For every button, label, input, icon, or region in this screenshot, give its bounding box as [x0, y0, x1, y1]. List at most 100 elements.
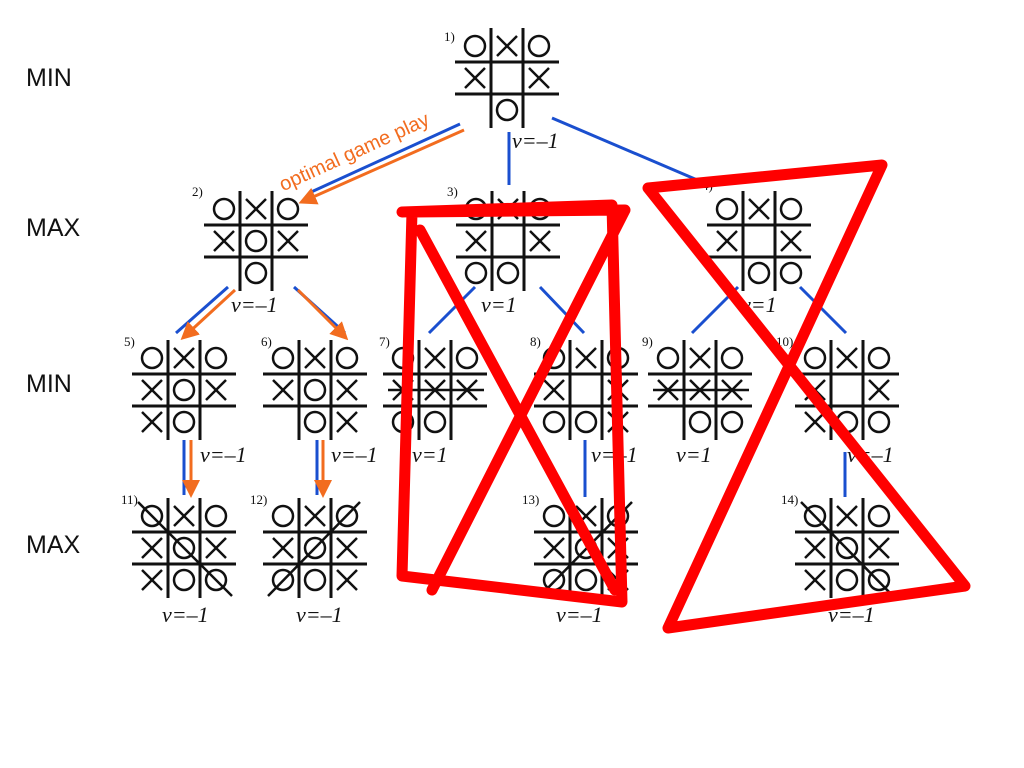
x-mark — [272, 379, 294, 401]
node-10-number: 10) — [776, 334, 794, 349]
o-mark — [779, 261, 803, 285]
node-11-number: 11) — [121, 492, 138, 507]
o-mark — [204, 568, 228, 592]
o-mark — [835, 568, 859, 592]
tree-edge-4 — [175, 285, 229, 335]
x-mark — [141, 411, 163, 433]
o-mark — [867, 410, 891, 434]
x-mark — [336, 379, 358, 401]
x-mark — [141, 569, 163, 591]
x-mark — [277, 230, 299, 252]
board-5 — [132, 340, 236, 440]
x-mark — [336, 569, 358, 591]
node-13-number: 13) — [522, 492, 540, 507]
node-12-number: 12) — [250, 492, 268, 507]
o-mark — [303, 410, 327, 434]
o-mark — [172, 568, 196, 592]
o-mark — [464, 261, 488, 285]
x-mark — [868, 379, 890, 401]
node-3-value: v=1 — [481, 292, 517, 317]
tree-edge-7 — [538, 285, 586, 335]
x-mark — [272, 537, 294, 559]
x-mark — [543, 379, 565, 401]
red-crossout-right — [642, 159, 971, 634]
x-mark — [804, 569, 826, 591]
board-2 — [204, 191, 308, 291]
o-mark — [335, 346, 359, 370]
x-mark — [689, 347, 711, 369]
node-9-number: 9) — [642, 334, 653, 349]
node-1-number: 1) — [444, 29, 455, 44]
o-mark — [720, 346, 744, 370]
level-label-1: MIN — [26, 64, 72, 92]
board-6 — [263, 340, 367, 440]
tree-edge-1 — [308, 122, 461, 195]
x-mark — [868, 537, 890, 559]
node-6-value: v=–1 — [331, 442, 378, 467]
o-mark — [574, 568, 598, 592]
node-7-number: 7) — [379, 334, 390, 349]
o-mark — [244, 229, 268, 253]
x-mark — [336, 537, 358, 559]
node-9-value: v=1 — [676, 442, 712, 467]
o-mark — [495, 98, 519, 122]
o-mark — [835, 536, 859, 560]
o-mark — [303, 378, 327, 402]
o-mark — [542, 504, 566, 528]
o-mark — [172, 410, 196, 434]
o-mark — [204, 504, 228, 528]
x-mark — [575, 347, 597, 369]
o-mark — [303, 568, 327, 592]
level-label-3: MIN — [26, 370, 72, 398]
x-mark — [245, 198, 267, 220]
x-mark — [464, 67, 486, 89]
x-mark — [304, 505, 326, 527]
o-mark — [140, 346, 164, 370]
o-mark — [455, 346, 479, 370]
o-mark — [140, 504, 164, 528]
o-mark — [271, 346, 295, 370]
node-2-number: 2) — [192, 184, 203, 199]
x-mark — [336, 411, 358, 433]
optimal-arrow-3 — [296, 288, 349, 341]
x-mark — [836, 347, 858, 369]
node-1-value: v=–1 — [512, 128, 559, 153]
win-strike-line-6 — [800, 501, 894, 597]
x-mark — [780, 230, 802, 252]
level-label-2: MAX — [26, 214, 81, 242]
x-mark — [804, 411, 826, 433]
o-mark — [574, 410, 598, 434]
x-mark — [304, 347, 326, 369]
o-mark — [867, 504, 891, 528]
o-mark — [303, 536, 327, 560]
node-8-number: 8) — [530, 334, 541, 349]
x-mark — [205, 537, 227, 559]
o-mark — [335, 504, 359, 528]
o-mark — [204, 346, 228, 370]
o-mark — [271, 568, 295, 592]
board-11 — [132, 498, 236, 598]
o-mark — [867, 346, 891, 370]
tree-edge-6 — [427, 285, 477, 335]
x-mark — [173, 347, 195, 369]
tree-edge-3 — [551, 116, 703, 184]
x-mark — [496, 35, 518, 57]
node-14-number: 14) — [781, 492, 799, 507]
o-mark — [423, 410, 447, 434]
x-mark — [205, 379, 227, 401]
node-5-value: v=–1 — [200, 442, 247, 467]
o-mark — [271, 504, 295, 528]
node-3-number: 3) — [447, 184, 458, 199]
x-mark — [173, 505, 195, 527]
o-mark — [172, 378, 196, 402]
win-strike-line-3 — [137, 501, 233, 597]
board-12 — [263, 498, 367, 598]
o-mark — [747, 261, 771, 285]
x-mark — [804, 537, 826, 559]
o-mark — [720, 410, 744, 434]
x-mark — [543, 537, 565, 559]
o-mark — [688, 410, 712, 434]
o-mark — [715, 197, 739, 221]
optimal-arrow-2 — [180, 288, 237, 341]
